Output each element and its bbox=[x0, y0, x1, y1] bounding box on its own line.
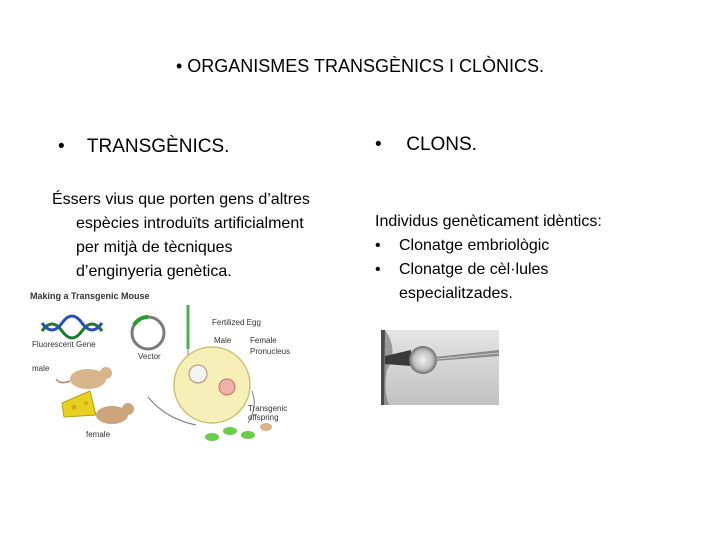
description-line: espècies introduïts artificialment bbox=[76, 215, 304, 232]
left-heading-bullet: • bbox=[58, 136, 65, 157]
bullet: • bbox=[375, 261, 381, 278]
clones-intro: Individus genèticament idèntics: bbox=[375, 213, 602, 230]
list-item-text: Clonatge embriològic bbox=[399, 237, 550, 254]
injection-needle-icon bbox=[435, 350, 499, 361]
vector-label: Vector bbox=[138, 352, 161, 361]
description-line: per mitjà de tècniques bbox=[76, 239, 233, 256]
pronucleus-label: Pronucleus bbox=[250, 347, 290, 356]
right-heading: • CLONS. bbox=[375, 134, 477, 156]
egg-cell-icon bbox=[409, 346, 437, 374]
fertilized-egg-icon bbox=[173, 346, 251, 424]
transgenic-mouse-diagram: Making a Transgenic Mouse Fluorescent Ge… bbox=[26, 287, 326, 447]
left-heading-label: TRANSGÈNICS. bbox=[86, 136, 230, 157]
female-mouse-icon bbox=[96, 403, 134, 424]
dna-helix-icon bbox=[40, 314, 104, 340]
list-item: • Clonatge de cèl·lules especialitzades. bbox=[375, 258, 675, 306]
offspring-label-2: offspring bbox=[248, 413, 279, 422]
diagram-title: Making a Transgenic Mouse bbox=[30, 291, 150, 301]
list-item-text: Clonatge de cèl·lules especialitzades. bbox=[399, 258, 548, 306]
bullet: • bbox=[375, 237, 381, 254]
clones-description: Individus genèticament idèntics: • Clona… bbox=[375, 210, 675, 306]
cloning-micrograph bbox=[381, 330, 500, 405]
offspring-label-1: Transgenic bbox=[248, 404, 287, 413]
egg-label: Fertilized Egg bbox=[212, 318, 261, 327]
right-heading-label: CLONS. bbox=[406, 134, 477, 155]
transgenic-offspring-icon bbox=[205, 423, 272, 441]
cheese-icon bbox=[61, 390, 97, 418]
female-label: female bbox=[86, 430, 111, 439]
slide-title: • ORGANISMES TRANSGÈNICS I CLÒNICS. bbox=[175, 56, 545, 76]
right-heading-bullet: • bbox=[375, 134, 382, 155]
list-item-line: Clonatge de cèl·lules bbox=[399, 261, 549, 278]
transgenic-description: Éssers vius que porten gens d’altres esp… bbox=[52, 188, 352, 284]
description-line: Éssers vius que porten gens d’altres bbox=[52, 191, 310, 208]
gene-label: Fluorescent Gene bbox=[32, 340, 96, 349]
female-pronucleus-label: Female bbox=[250, 336, 277, 345]
list-item-line: especialitzades. bbox=[399, 285, 513, 302]
list-item: • Clonatge embriològic bbox=[375, 234, 675, 258]
male-label: male bbox=[32, 364, 50, 373]
holding-pipette-icon bbox=[385, 350, 411, 366]
male-pronucleus-label: Male bbox=[214, 336, 232, 345]
vector-plasmid-icon bbox=[130, 314, 166, 351]
left-heading: • TRANSGÈNICS. bbox=[58, 136, 229, 158]
male-mouse-icon bbox=[55, 367, 112, 389]
description-line: d’enginyeria genètica. bbox=[76, 263, 232, 280]
